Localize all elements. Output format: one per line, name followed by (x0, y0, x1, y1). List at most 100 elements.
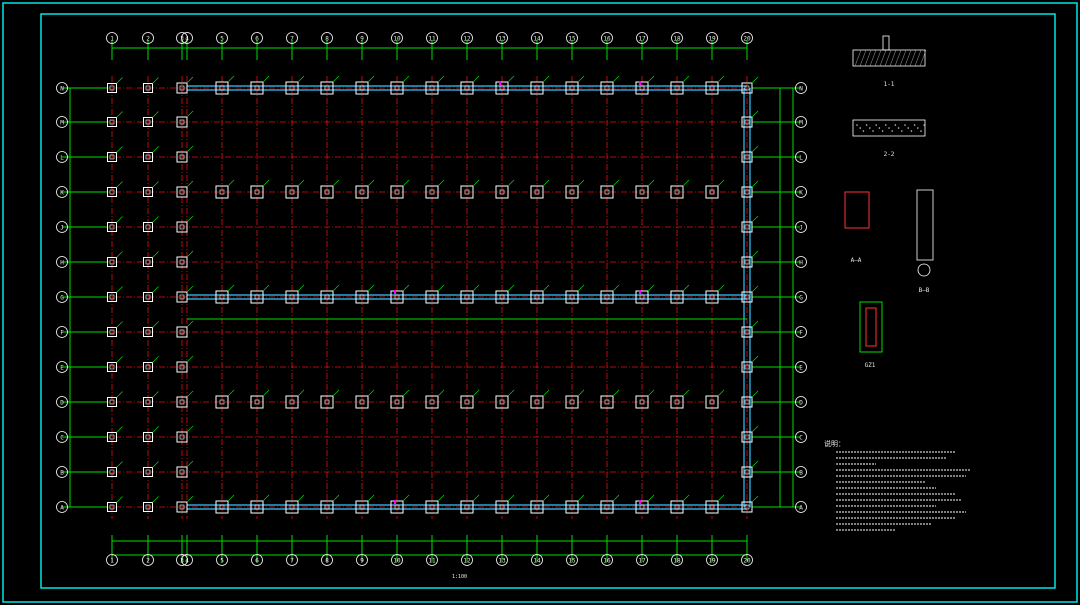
axis-label-row: A (799, 504, 803, 511)
footing-main (355, 290, 369, 304)
axis-label-col: 2 (146, 557, 150, 564)
axis-label-col: 6 (255, 557, 259, 564)
leader-line (751, 285, 759, 293)
hatch (864, 49, 872, 67)
footing-main (425, 185, 439, 199)
footing-main (530, 185, 544, 199)
axis-bubble (216, 554, 228, 566)
footing-gable-column (145, 504, 151, 510)
axis-bubble (56, 82, 68, 94)
hatch (859, 49, 867, 67)
footing-main-column (429, 504, 435, 510)
footing-main (600, 81, 614, 95)
footing-gable-column (109, 504, 115, 510)
footing-gable-column (179, 85, 185, 91)
axis-bubble (601, 32, 613, 44)
leader-line (717, 494, 725, 502)
footing-gable (176, 116, 188, 128)
footing-main (250, 500, 264, 514)
leader-line (367, 389, 375, 397)
aggregate-dot (885, 124, 887, 126)
footing-main-column (289, 294, 295, 300)
leader-line (682, 494, 690, 502)
axis-label-col: 10 (393, 35, 401, 42)
axis-label-col: 14 (533, 557, 541, 564)
leader-line (542, 179, 550, 187)
footing-main-column (674, 399, 680, 405)
footing-gable (176, 151, 188, 163)
axis-bubble (795, 151, 807, 163)
leader-line (472, 389, 480, 397)
footing-gable (143, 83, 153, 93)
footing-main-column (569, 85, 575, 91)
footing-gable-column (109, 119, 115, 125)
leader-line (751, 460, 759, 468)
footing-main (705, 290, 719, 304)
footing-main (355, 395, 369, 409)
footing-main (600, 395, 614, 409)
footing-main (320, 290, 334, 304)
hatch (854, 49, 862, 67)
axis-label-col: 11 (428, 35, 436, 42)
footing-gable (107, 152, 117, 162)
axis-label-col: 12 (463, 35, 471, 42)
leader-line (647, 284, 655, 292)
leader-line (402, 389, 410, 397)
footing-main (530, 290, 544, 304)
magenta-mark (639, 500, 641, 504)
footing-main-column (254, 294, 260, 300)
footing-gable-column (179, 154, 185, 160)
footing-main-column (534, 189, 540, 195)
axis-label-col: 11 (428, 557, 436, 564)
leader-line (577, 75, 585, 83)
leader-line (751, 180, 759, 188)
leader-line (682, 284, 690, 292)
axis-bubble (566, 32, 578, 44)
footing-gable-column (145, 329, 151, 335)
axis-label-row: B (799, 469, 803, 476)
footing-main (390, 185, 404, 199)
leader-line (751, 76, 759, 84)
footing-main (425, 81, 439, 95)
axis-bubble (56, 151, 68, 163)
leader-line (751, 110, 759, 118)
gz1-detail (859, 301, 883, 353)
footing-main-column (534, 504, 540, 510)
footing-gable (176, 82, 188, 94)
leader-line (402, 494, 410, 502)
axis-label-col: 17 (638, 557, 646, 564)
axis-label-row: E (799, 364, 803, 371)
axis-bubble (56, 221, 68, 233)
footing-main (670, 290, 684, 304)
leader-line (186, 250, 194, 258)
axis-bubble (461, 32, 473, 44)
leader-line (186, 145, 194, 153)
leader-line (116, 181, 123, 188)
axis-label-row: L (60, 154, 64, 161)
axis-label-col: 16 (603, 35, 611, 42)
footing-main (635, 185, 649, 199)
leader-line (367, 179, 375, 187)
footing-main-column (464, 294, 470, 300)
footing-main-column (709, 85, 715, 91)
footing-main (530, 500, 544, 514)
hatch (919, 49, 927, 67)
aggregate-dot (904, 124, 906, 126)
footing-main-column (499, 399, 505, 405)
leader-line (507, 494, 515, 502)
footing-gable (176, 361, 188, 373)
footing-gable-column (145, 399, 151, 405)
axis-bubble (706, 32, 718, 44)
footing-main-column (569, 399, 575, 405)
footing-gable (143, 502, 153, 512)
leader-line (367, 494, 375, 502)
axis-bubble (216, 32, 228, 44)
axis-bubble (795, 256, 807, 268)
axis-bubble (795, 361, 807, 373)
leader-line (402, 75, 410, 83)
section-a-detail (916, 189, 934, 261)
footing-main (285, 185, 299, 199)
footing-main-column (604, 294, 610, 300)
leader-line (577, 284, 585, 292)
